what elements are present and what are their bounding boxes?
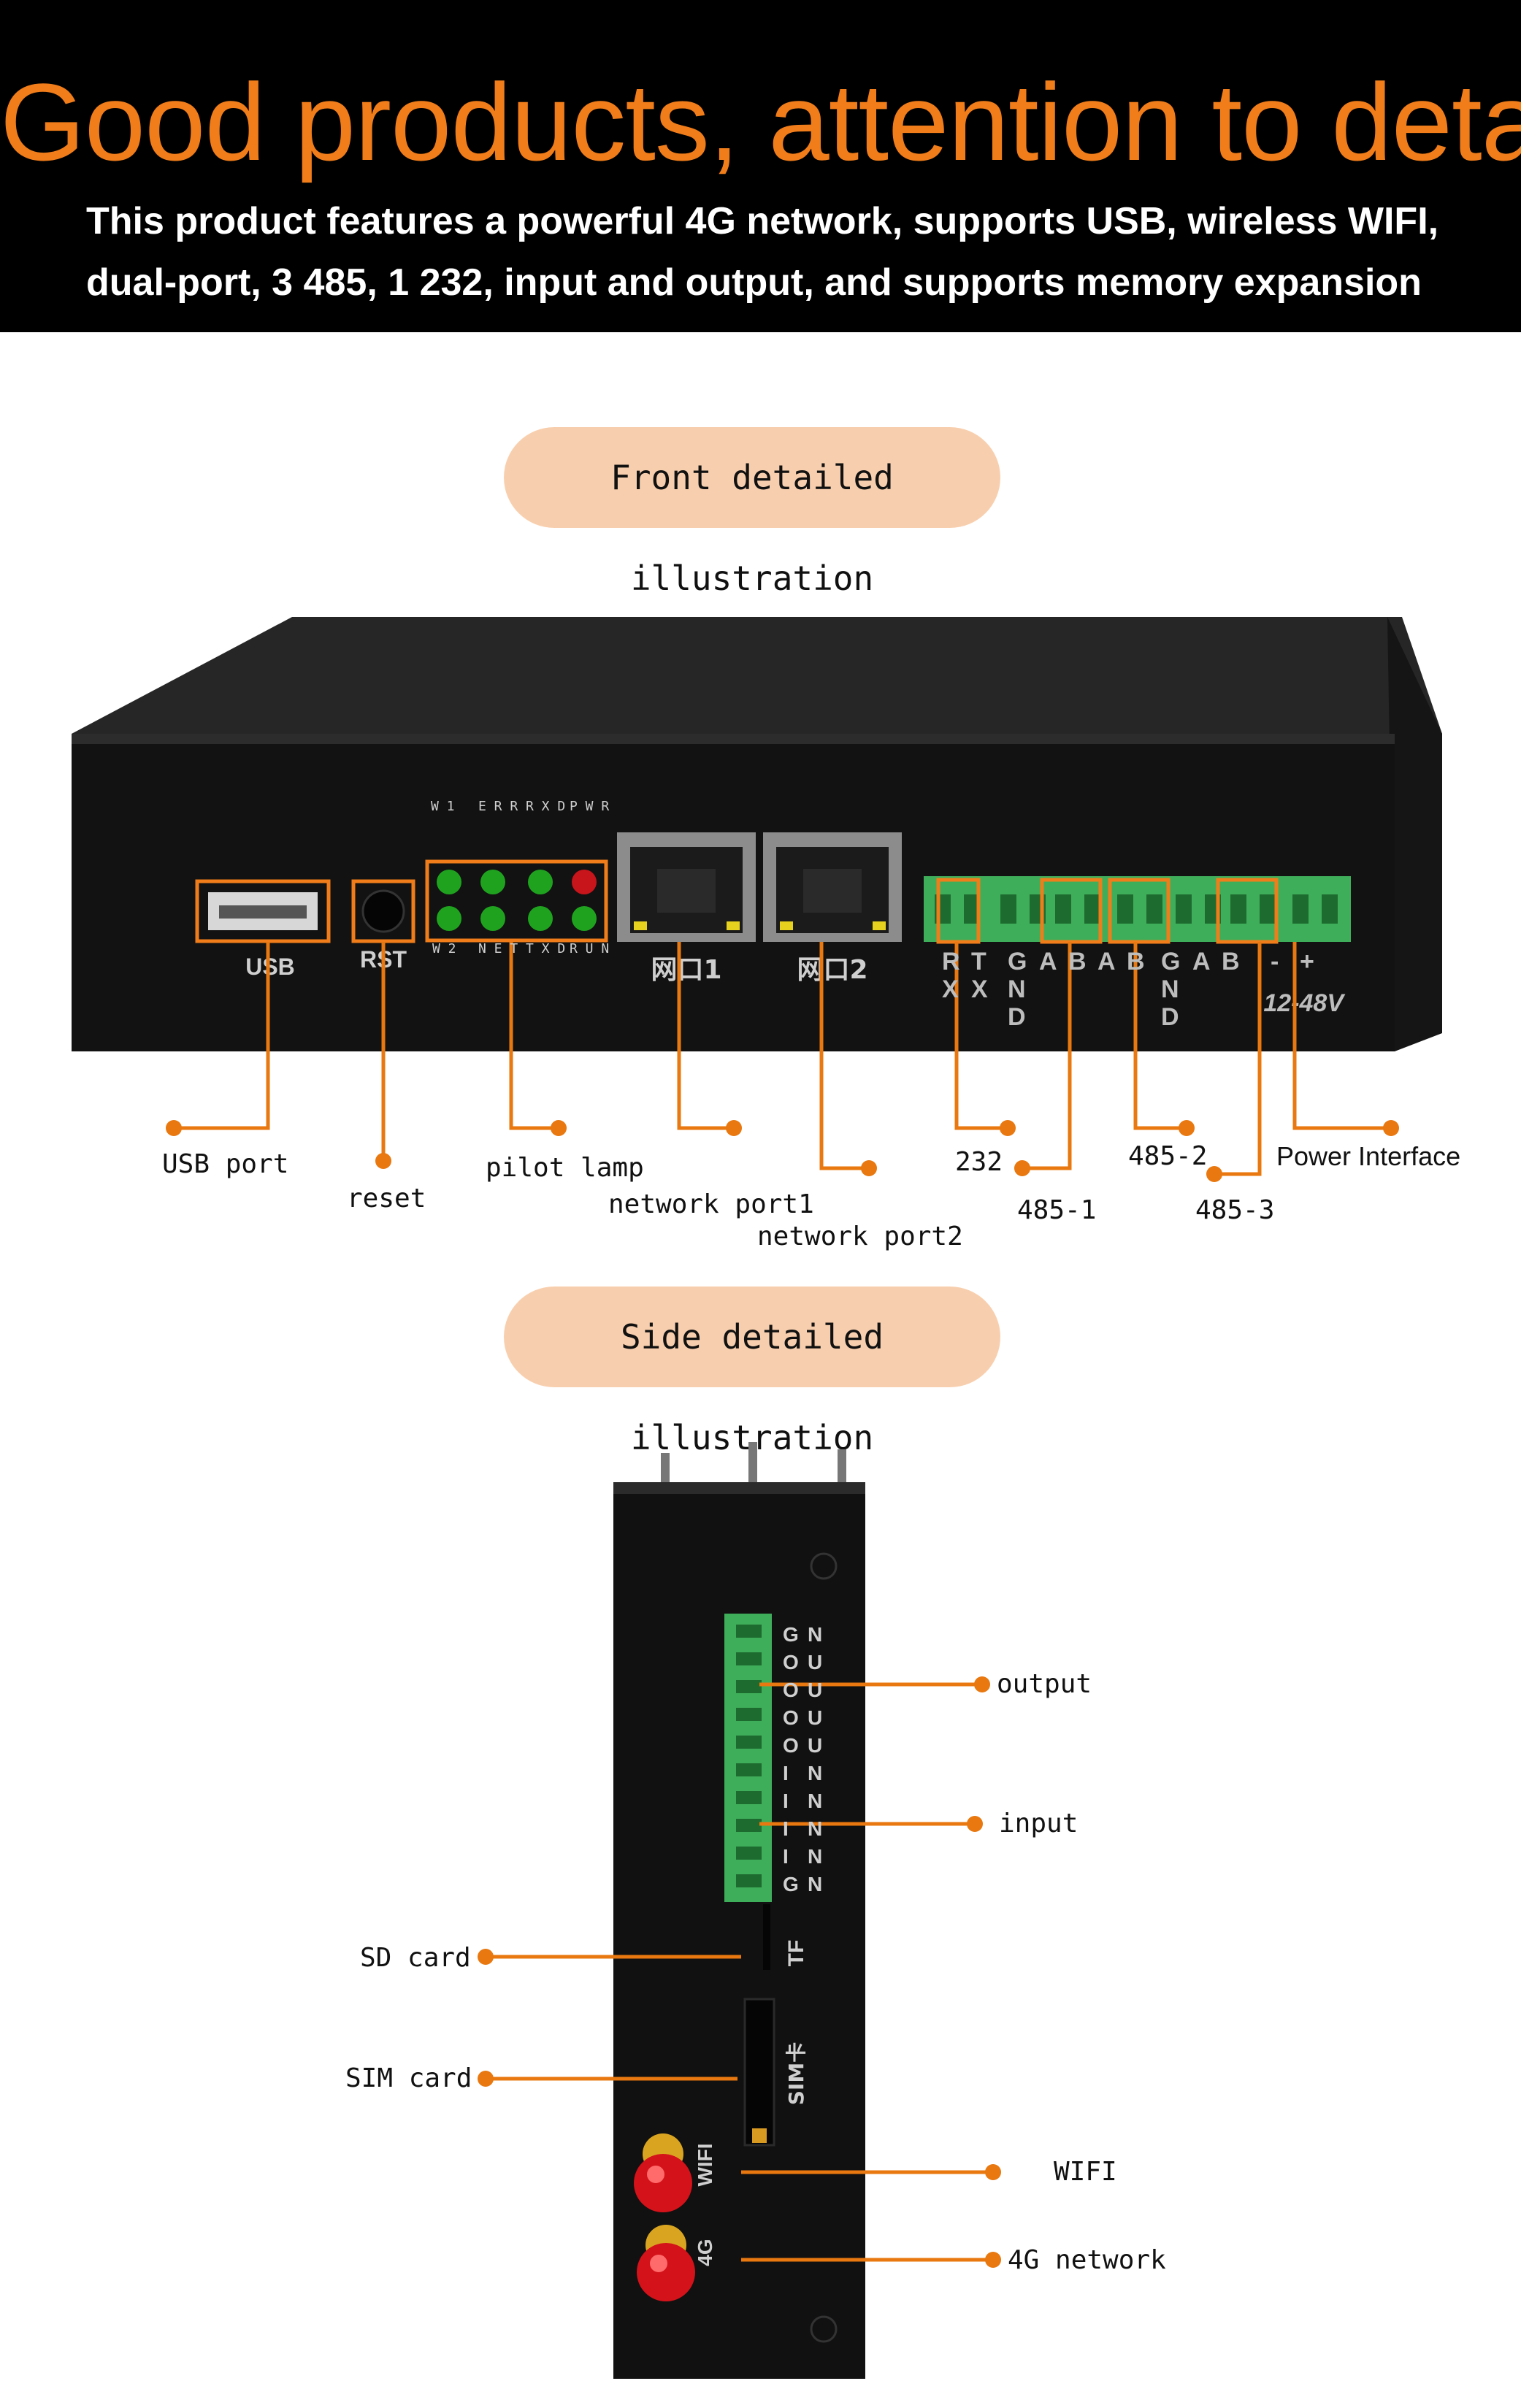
led-label-net: N E T (478, 941, 518, 956)
io-label: O (783, 1679, 799, 1701)
io-label: O (783, 1734, 799, 1757)
terminal-label: T (971, 948, 986, 975)
callout-pilot-lamp: pilot lamp (486, 1153, 644, 1183)
io-label: O (783, 1706, 799, 1729)
led-label-w2: W 2 (432, 941, 456, 956)
usb-label: USB (245, 954, 295, 980)
terminal-label: X (942, 975, 959, 1003)
wifi-port-label: WIFI (694, 2143, 716, 2186)
callout-output: output (997, 1669, 1092, 1699)
callout-sd-card: SD card (360, 1943, 471, 1973)
led-grid (437, 870, 597, 931)
sim-label: SIM卡 (784, 2042, 808, 2105)
terminal-label: A (1192, 948, 1211, 975)
tf-label: TF (784, 1940, 808, 1967)
led-label-w1: W 1 (431, 799, 455, 814)
device-top-panel (72, 617, 1442, 734)
terminal-label: G (1008, 948, 1027, 975)
voltage-label: 12-48V (1263, 989, 1346, 1017)
reset-button (361, 889, 405, 933)
led-label-run: R U N (570, 941, 610, 956)
terminal-label: B (1222, 948, 1240, 975)
side-callout-lines (486, 1682, 993, 2262)
wifi-antenna-connector (634, 2154, 692, 2212)
io-label: O (783, 1651, 799, 1673)
io-label-2: U (808, 1734, 823, 1757)
terminal-label: B (1127, 948, 1145, 975)
terminal-label: G (1161, 948, 1181, 975)
terminal-block (924, 876, 1351, 942)
callout-485-2: 485-2 (1128, 1141, 1208, 1171)
io-label-2: N (808, 1817, 823, 1840)
io-label-2: N (808, 1790, 823, 1812)
rs485-2-highlight (1108, 878, 1171, 944)
io-label-2: U (808, 1651, 823, 1673)
side-section-title: Side detailed illustration (504, 1287, 1000, 1457)
terminal-label: A (1039, 948, 1057, 975)
callout-485-3: 485-3 (1195, 1195, 1275, 1225)
callout-network-port2: network port2 (757, 1222, 963, 1251)
g4-antenna-connector (637, 2243, 695, 2301)
terminal-label: A (1097, 948, 1116, 975)
led-label-err: E R R (478, 799, 518, 814)
callout-usb-port: USB port (162, 1149, 289, 1179)
terminal-label: D (1008, 1003, 1026, 1031)
led-label-rxd: R X D (526, 799, 566, 814)
io-label: I (783, 1845, 789, 1868)
port2-label: 网口2 (797, 955, 867, 985)
g4-port-label: 4G (694, 2239, 716, 2266)
usb-highlight (195, 879, 331, 943)
io-label: I (783, 1817, 789, 1840)
callout-4g-network: 4G network (1008, 2245, 1166, 2275)
side-callout-dots (478, 1676, 1001, 2268)
terminal-label: B (1068, 948, 1087, 975)
callout-485-1: 485-1 (1017, 1195, 1097, 1225)
rs485-3-highlight (1216, 878, 1279, 944)
tf-slot (763, 1904, 770, 1970)
page-title: Good products, attention to detail (0, 61, 1521, 183)
terminal-labels: R T G A B A B G A B - + X X N N D D (938, 948, 1347, 1035)
io-label-2: U (808, 1706, 823, 1729)
led-label-txd: T X D (526, 941, 566, 956)
terminal-label: D (1161, 1003, 1179, 1031)
io-labels: G O O O O I I I I G N U U U U N N N N N (783, 1621, 863, 1906)
subtitle-line-2: dual-port, 3 485, 1 232, input and outpu… (86, 261, 1422, 304)
io-label-2: N (808, 1845, 823, 1868)
terminal-label: N (1161, 975, 1179, 1003)
io-label: I (783, 1790, 789, 1812)
front-callout-dots (166, 1120, 1399, 1182)
callout-sim-card: SIM card (345, 2063, 472, 2093)
io-label-2: N (808, 1873, 823, 1895)
callout-input: input (999, 1809, 1079, 1838)
io-label-2: U (808, 1679, 823, 1701)
io-label: G (783, 1623, 799, 1646)
terminal-label: R (942, 948, 960, 975)
sim-slot (743, 1998, 775, 2147)
callout-wifi: WIFI (1054, 2157, 1117, 2187)
terminal-label: N (1008, 975, 1026, 1003)
terminal-label: - (1271, 948, 1279, 975)
callout-reset: reset (347, 1184, 426, 1213)
led-label-pwr: P W R (570, 799, 610, 814)
reset-highlight (351, 879, 415, 943)
io-label: G (783, 1873, 799, 1895)
callout-232: 232 (955, 1147, 1003, 1177)
port1-label: 网口1 (651, 955, 721, 985)
device-side-panel (1387, 617, 1442, 1051)
callout-network-port1: network port1 (608, 1189, 814, 1219)
subtitle-line-1: This product features a powerful 4G netw… (86, 200, 1439, 242)
io-label-2: N (808, 1762, 823, 1784)
terminal-label: X (971, 975, 988, 1003)
io-label: I (783, 1762, 789, 1784)
pilot-lamp-highlight (425, 859, 608, 943)
callout-power-interface: Power Interface (1276, 1141, 1461, 1171)
front-callout-lines (174, 942, 1391, 1176)
header-banner: Good products, attention to detail This … (0, 0, 1521, 332)
front-section-title: Front detailed illustration (504, 427, 1000, 598)
io-label-2: N (808, 1623, 823, 1646)
terminal-label: + (1300, 948, 1314, 975)
